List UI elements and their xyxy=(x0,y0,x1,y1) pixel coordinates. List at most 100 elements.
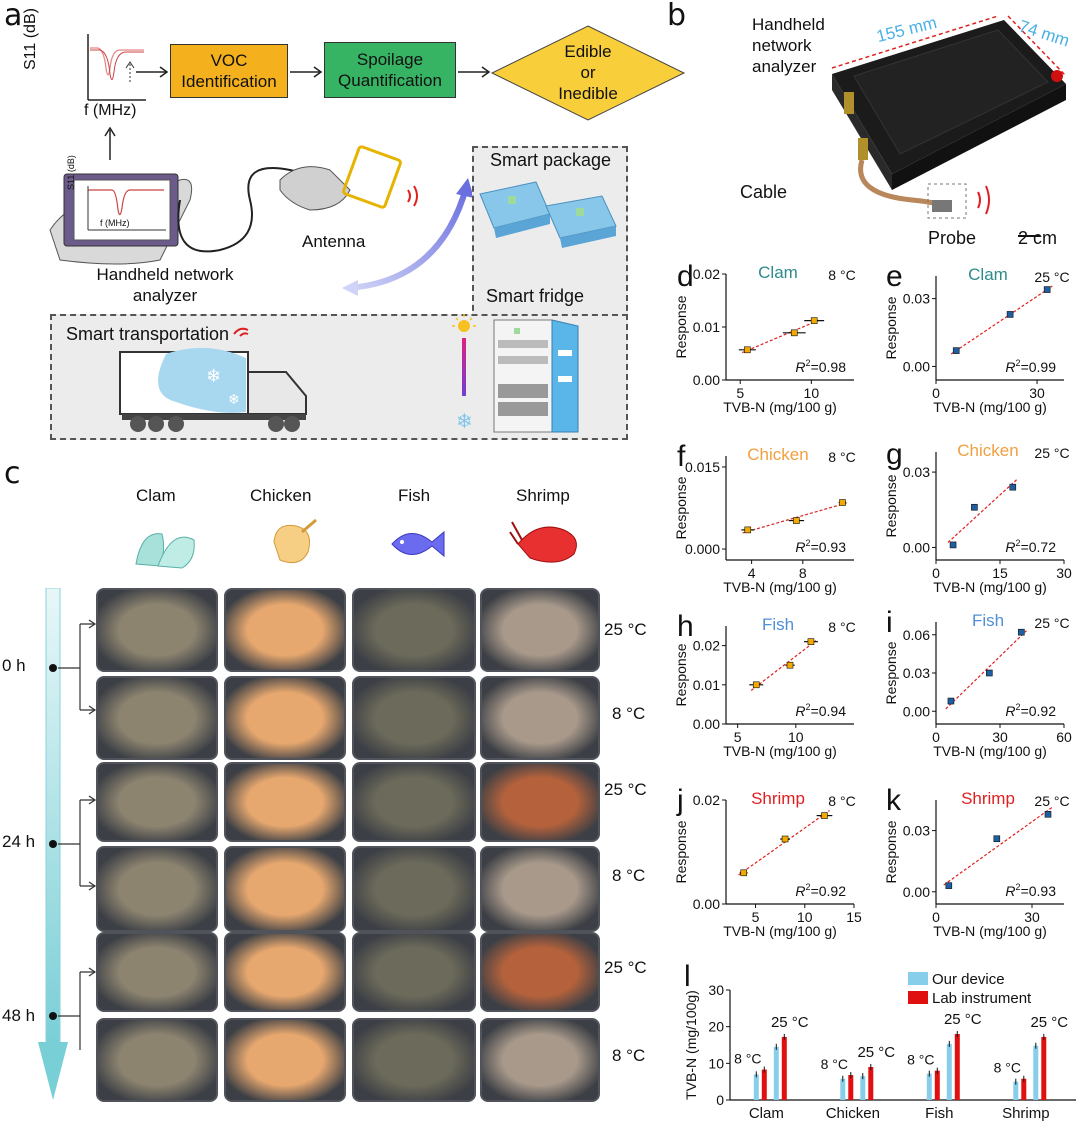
chart-l-bar-2-2 xyxy=(946,1043,952,1100)
chart-e-fit-line xyxy=(950,285,1053,355)
voc-identification-box: VOC Identification xyxy=(170,44,288,98)
chart-k-point-1 xyxy=(993,835,1001,843)
chart-j-xtick-label-0: 5 xyxy=(752,909,760,925)
chart-d-series-label: Clam xyxy=(758,263,798,282)
chart-f-point-2 xyxy=(839,499,846,506)
temp-row5: 25 °C xyxy=(604,958,647,977)
distribution-arrow xyxy=(342,178,474,296)
scale-bar-label: 2 cm xyxy=(1018,228,1058,248)
chicken-icon xyxy=(273,518,317,564)
chart-h-point-1 xyxy=(786,661,794,669)
arrow-to-edible xyxy=(458,66,491,78)
chart-l-bar-1-0 xyxy=(840,1078,846,1100)
panel-label-c: c xyxy=(4,456,21,491)
chart-l-bar-0-3 xyxy=(781,1036,787,1100)
chart-e-temp: 25 °C xyxy=(1034,269,1069,285)
chart-e-ytick-label-1: 0.03 xyxy=(903,291,930,307)
timeline-brackets xyxy=(58,619,97,1050)
food-photo-fish-5 xyxy=(352,932,476,1012)
svg-text:❄: ❄ xyxy=(228,391,240,407)
food-photo-clam-6 xyxy=(96,1018,218,1102)
food-photo-fish-1 xyxy=(352,588,476,672)
chart-g-point-2 xyxy=(1009,483,1017,491)
chart-d-ytick-label-1: 0.01 xyxy=(693,319,720,335)
food-photo-chicken-6 xyxy=(224,1018,346,1102)
chart-k-xtick-label-1: 30 xyxy=(1024,909,1040,925)
chart-g-temp: 25 °C xyxy=(1034,445,1069,461)
chart-l-label-8c-1: 8 °C xyxy=(821,1056,848,1072)
panel-label-h: h xyxy=(677,610,694,643)
chart-d-ytick-label-0: 0.00 xyxy=(693,372,720,388)
chart-h-point-2 xyxy=(807,638,815,645)
panel-label-j: j xyxy=(676,784,684,817)
food-photo-clam-5 xyxy=(96,932,218,1012)
panel-label-f: f xyxy=(677,440,686,473)
chart-d-ytick-label-2: 0.02 xyxy=(693,266,720,282)
panel-label-b: b xyxy=(667,0,687,33)
arrow-up-to-s11 xyxy=(104,126,116,160)
chart-l-bar-3-2 xyxy=(1033,1045,1039,1100)
chart-j-xtick-label-1: 10 xyxy=(797,909,813,925)
chart-d-r2: R2=0.98 xyxy=(795,358,846,375)
chart-f-point-0 xyxy=(744,526,752,534)
cable-antenna-illustration xyxy=(177,145,418,253)
chart-j-xtick-label-2: 15 xyxy=(846,909,862,925)
chart-d-xtick-label-0: 5 xyxy=(736,385,744,401)
edible-diamond xyxy=(490,25,686,121)
food-photo-fish-4 xyxy=(352,846,476,932)
chart-l-legend-swatch-1 xyxy=(908,991,928,1004)
chart-i-series-label: Fish xyxy=(972,611,1004,630)
time-24h: 24 h xyxy=(2,832,36,851)
edible-or-inedible-label: Edible or Inedible xyxy=(558,41,618,103)
chart-k-point-2 xyxy=(1044,810,1052,818)
chart-l-bar-3-3 xyxy=(1041,1036,1047,1100)
s11-sketch xyxy=(87,34,146,101)
wireless-signal-icon xyxy=(233,327,249,337)
antenna-label: Antenna xyxy=(302,232,366,251)
chart-j-temp: 8 °C xyxy=(828,793,855,809)
chart-g-xtick-label-1: 15 xyxy=(992,565,1008,581)
chart-i-ytick-label-2: 0.06 xyxy=(903,627,930,643)
chart-i-ytick-label-0: 0.00 xyxy=(903,703,930,719)
chart-l-bar-2-0 xyxy=(926,1073,932,1100)
chart-f-xtick-label-1: 8 xyxy=(799,565,807,581)
chart-j-series-label: Shrimp xyxy=(751,789,805,808)
chart-l-ytick-label-2: 20 xyxy=(708,1019,724,1035)
chart-l-bar-1-1 xyxy=(848,1075,854,1100)
photo-b-title: Handheld network analyzer xyxy=(752,15,825,76)
chart-l-bar-2-3 xyxy=(954,1034,960,1100)
arrow-to-spoilage xyxy=(290,66,323,78)
time-0h: 0 h xyxy=(2,656,26,675)
chart-f-point-1 xyxy=(793,517,800,524)
chart-l-bar-0-2 xyxy=(773,1046,779,1100)
chart-g-ytick-label-1: 0.03 xyxy=(903,464,930,480)
chart-h-series-label: Fish xyxy=(762,615,794,634)
food-photo-clam-3 xyxy=(96,762,218,842)
time-48h: 48 h xyxy=(2,1006,36,1025)
chart-l-label-8c-3: 8 °C xyxy=(994,1060,1021,1076)
chart-l-ytick-label-0: 0 xyxy=(716,1092,724,1108)
smart-transport-label: Smart transportation xyxy=(66,324,230,344)
food-photo-shrimp-4 xyxy=(480,846,600,932)
smart-fridge-label: Smart fridge xyxy=(486,286,585,306)
panel-b xyxy=(722,14,1078,252)
temp-row4: 8 °C xyxy=(612,866,646,885)
chart-j-ytick-label-0: 0.00 xyxy=(693,896,720,912)
chart-e-point-2 xyxy=(1043,286,1051,293)
food-photo-clam-1 xyxy=(96,588,218,672)
chart-j-point-2 xyxy=(821,812,828,819)
food-photo-shrimp-2 xyxy=(480,676,600,760)
chart-g-ylabel: Response xyxy=(883,474,899,537)
chart-d-fit-line xyxy=(741,319,820,354)
chart-f-temp: 8 °C xyxy=(828,449,855,465)
timeline-arrow xyxy=(38,588,68,1100)
chart-l-bar-1-2 xyxy=(860,1076,866,1100)
smart-fridge-illustration: ❄ xyxy=(452,314,579,433)
chart-j-fit-line xyxy=(738,809,830,876)
food-photo-shrimp-1 xyxy=(480,588,600,672)
chart-g-r2: R2=0.72 xyxy=(1005,538,1056,555)
clam-icon xyxy=(135,533,195,569)
chart-e-ytick-label-0: 0.00 xyxy=(903,358,930,374)
food-photo-clam-4 xyxy=(96,846,218,932)
chart-j-xlabel: TVB-N (mg/100 g) xyxy=(723,923,837,939)
